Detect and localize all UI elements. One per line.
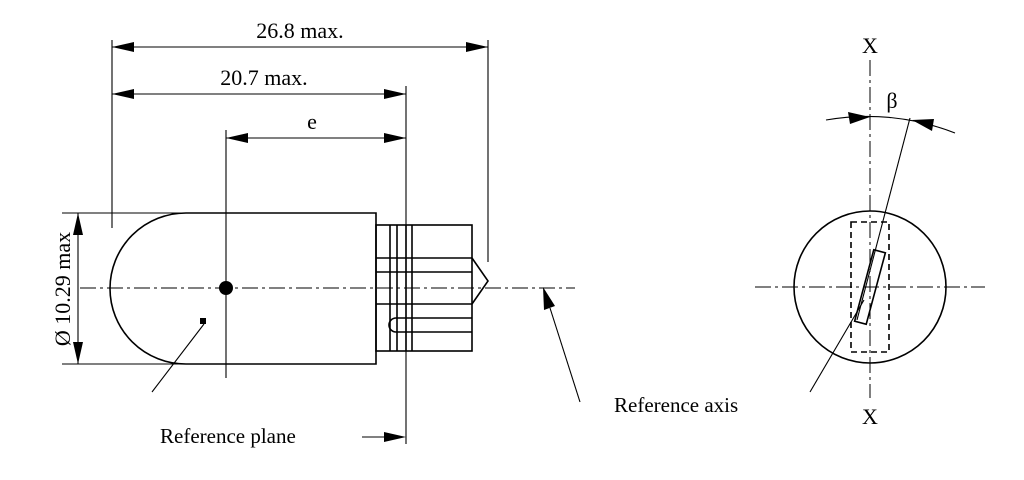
light-center-dot	[219, 281, 233, 295]
end-view-leader	[809, 299, 865, 393]
filament-axis-line	[856, 117, 911, 321]
dimension-light-center: e	[226, 109, 406, 143]
dimension-diameter: Ø 10.29 max	[50, 213, 83, 364]
reference-plane-label: Reference plane	[160, 424, 296, 448]
angle-beta-label: β	[886, 88, 897, 113]
reference-axis-label: Reference axis	[614, 393, 738, 417]
reference-axis-leader: Reference axis	[543, 287, 738, 417]
dimension-overall-length-label: 26.8 max.	[256, 18, 343, 43]
filament-envelope	[850, 221, 890, 353]
bulb-outline	[109, 212, 377, 365]
filament	[853, 248, 887, 326]
axis-label-top: X	[862, 33, 878, 58]
side-view: 26.8 max. 20.7 max. e Ø 10.29 max	[50, 18, 738, 448]
reference-plane-leader: Reference plane	[151, 318, 406, 448]
dimension-reference-plane-label: 20.7 max.	[220, 65, 307, 90]
dimension-reference-plane: 20.7 max.	[112, 65, 406, 99]
dimension-diameter-label: Ø 10.29 max	[50, 232, 75, 346]
angle-beta: β	[825, 88, 956, 134]
end-view: β X X	[755, 33, 985, 429]
axis-label-bottom: X	[862, 404, 878, 429]
dimension-light-center-label: e	[307, 109, 317, 134]
dimension-overall-length: 26.8 max.	[112, 18, 488, 52]
